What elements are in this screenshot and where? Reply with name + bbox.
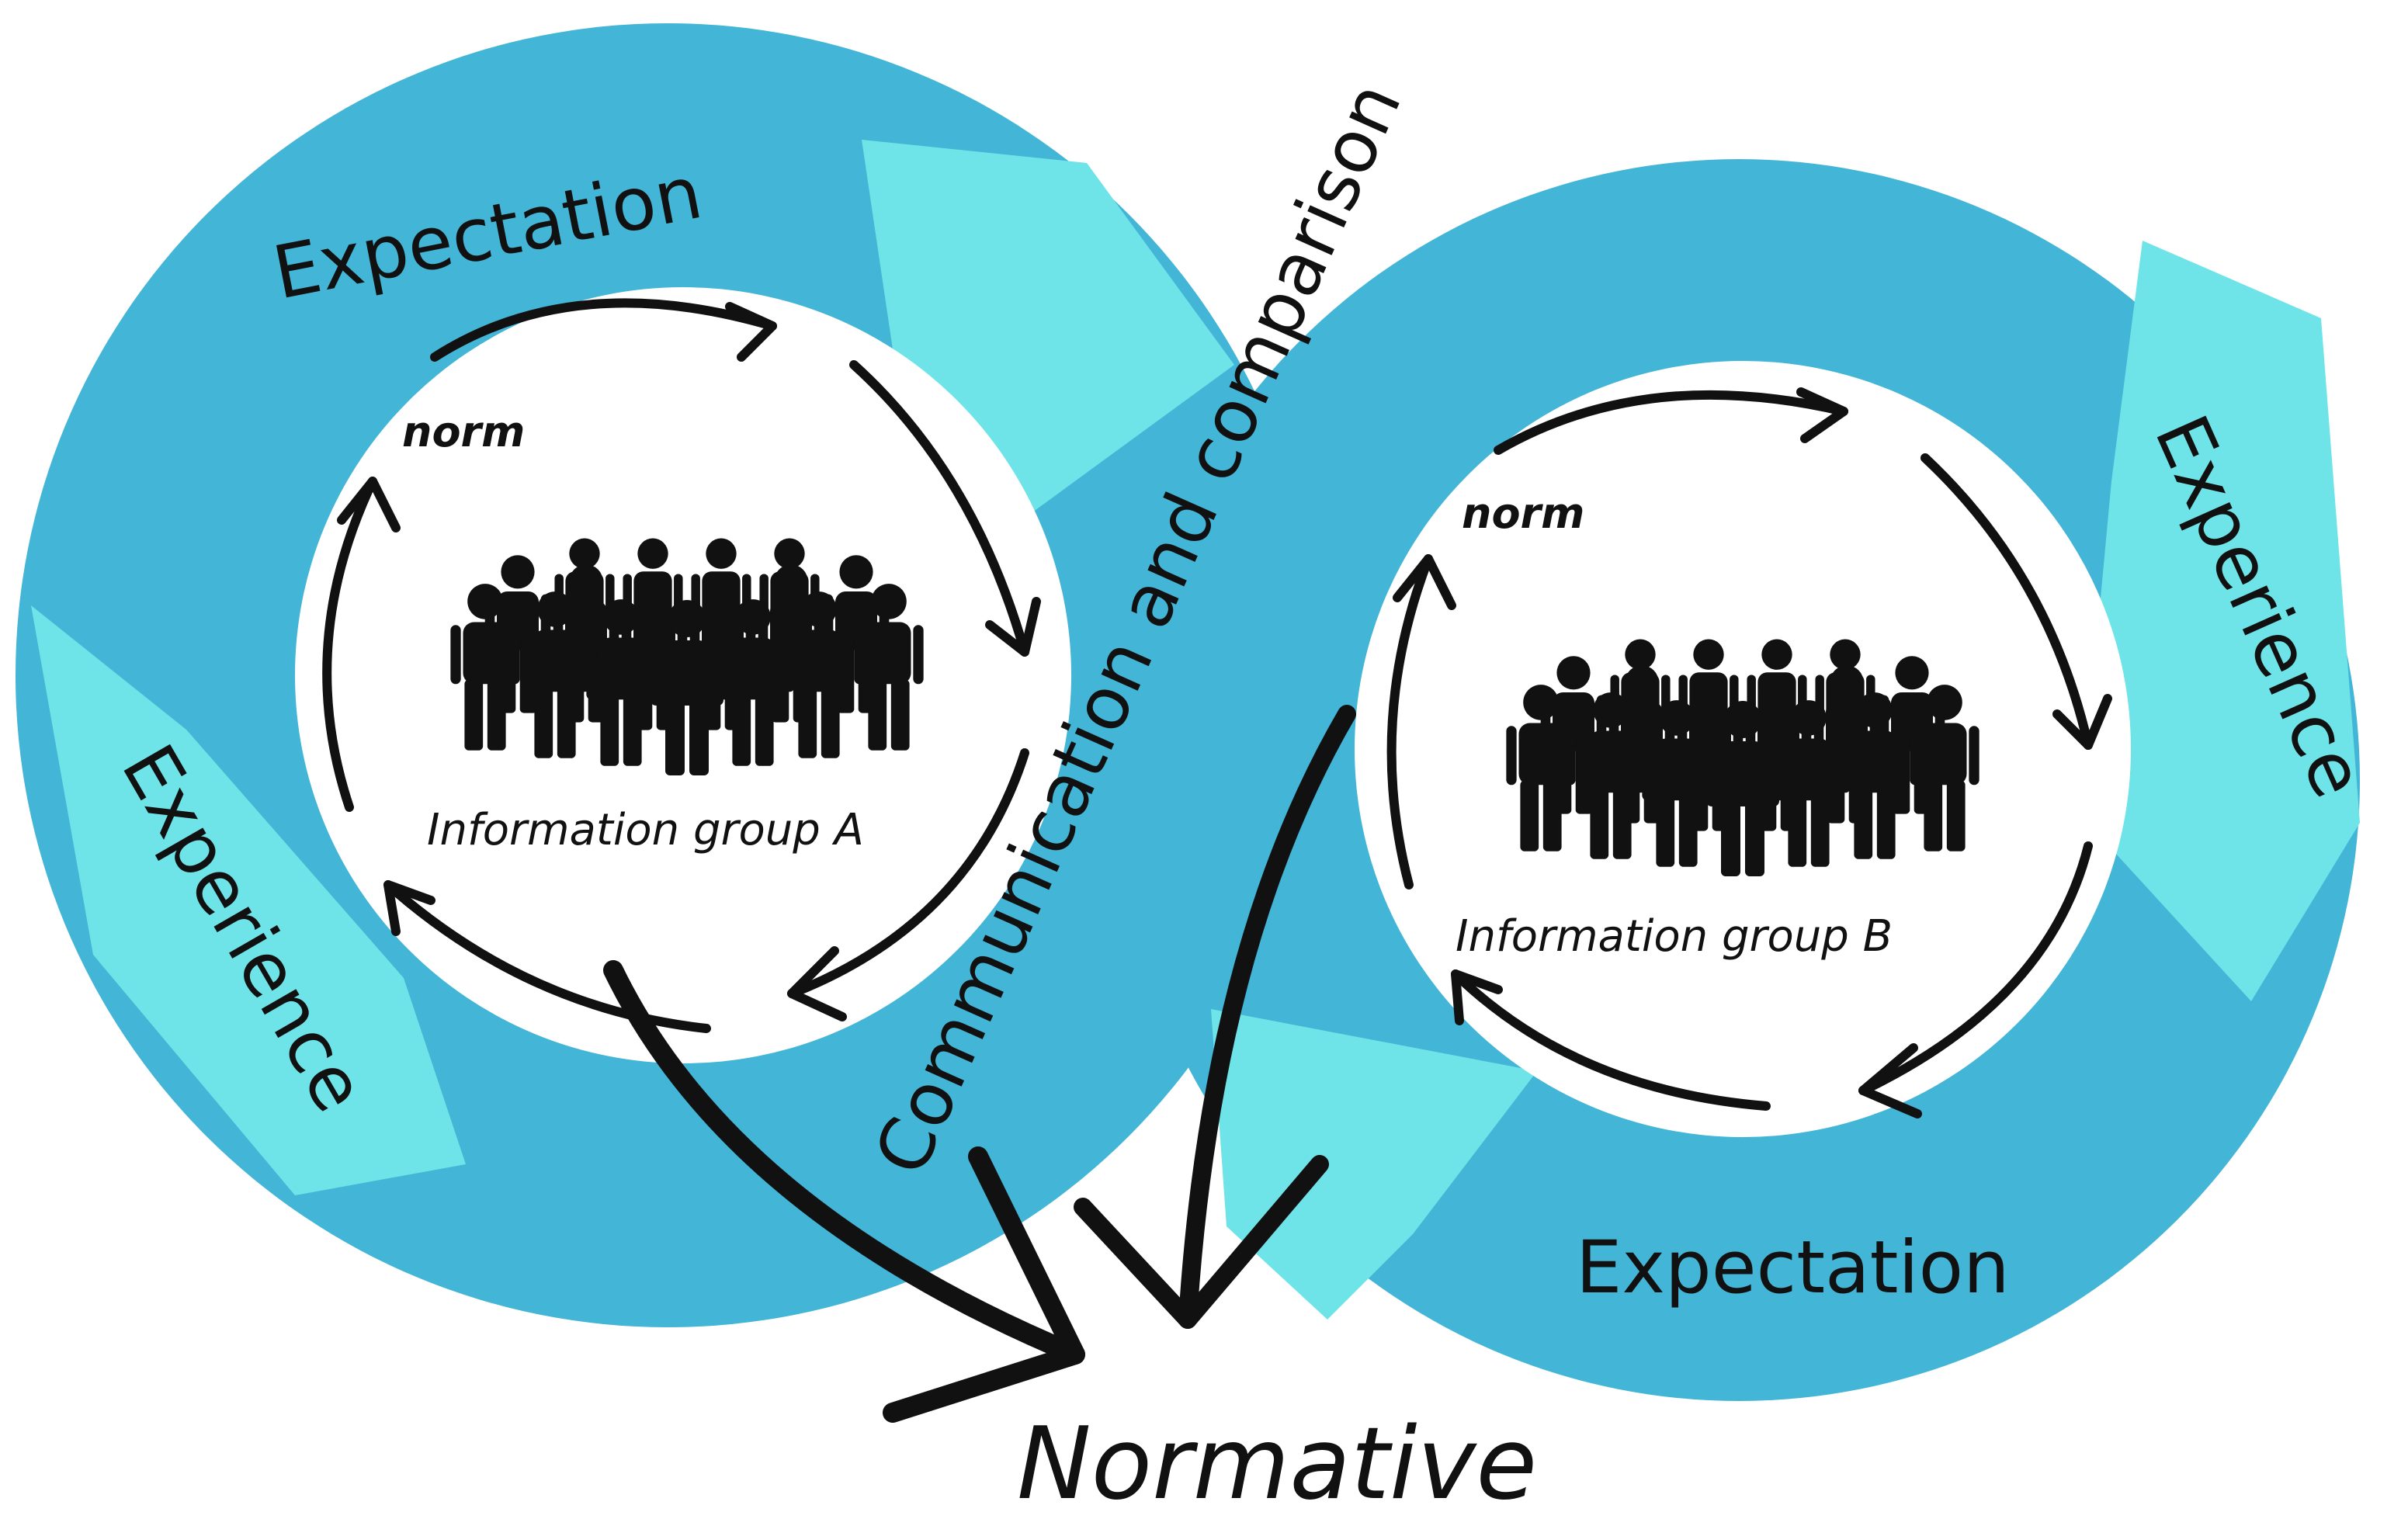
- cycle-arrow-b-right: [1921, 453, 2093, 750]
- cycle-arrow-a-lower-right: [787, 748, 1029, 998]
- arrow-from-group-b: [1178, 705, 1356, 1329]
- normative-arrows: [603, 705, 1356, 1423]
- ring-a-light-segment-left: [31, 605, 466, 1195]
- cycle-arrow-b-top: [1494, 390, 1848, 455]
- normative-label: Normative: [1017, 1406, 1537, 1519]
- ring-b-norm-label: norm: [1462, 489, 1584, 538]
- ring-b-group-label: Information group B: [1456, 911, 1893, 962]
- ring-a-group-label: Information group A: [427, 805, 864, 855]
- cycle-arrow-b-left: [1386, 554, 1433, 890]
- arrow-from-group-a: [603, 960, 1085, 1365]
- ring-b-light-segment-bottom: [1211, 1009, 1537, 1320]
- cycle-arrow-a-bottom: [383, 880, 711, 1033]
- cycle-arrow-b-lower-right: [1858, 841, 2093, 1095]
- cycle-arrow-a-right: [849, 360, 1029, 657]
- ring-b-expectation-label: Expectation: [1576, 1226, 2010, 1310]
- ring-a-norm-label: norm: [402, 407, 525, 456]
- cycle-arrow-b-bottom: [1451, 969, 1771, 1111]
- cycle-arrows-a: [322, 298, 1041, 1033]
- cycle-arrow-a-left: [322, 477, 377, 812]
- cycle-arrows-b: [1386, 387, 2112, 1118]
- cycle-arrow-a-top: [430, 298, 777, 362]
- ring-b-light-segment-right: [2080, 241, 2360, 1001]
